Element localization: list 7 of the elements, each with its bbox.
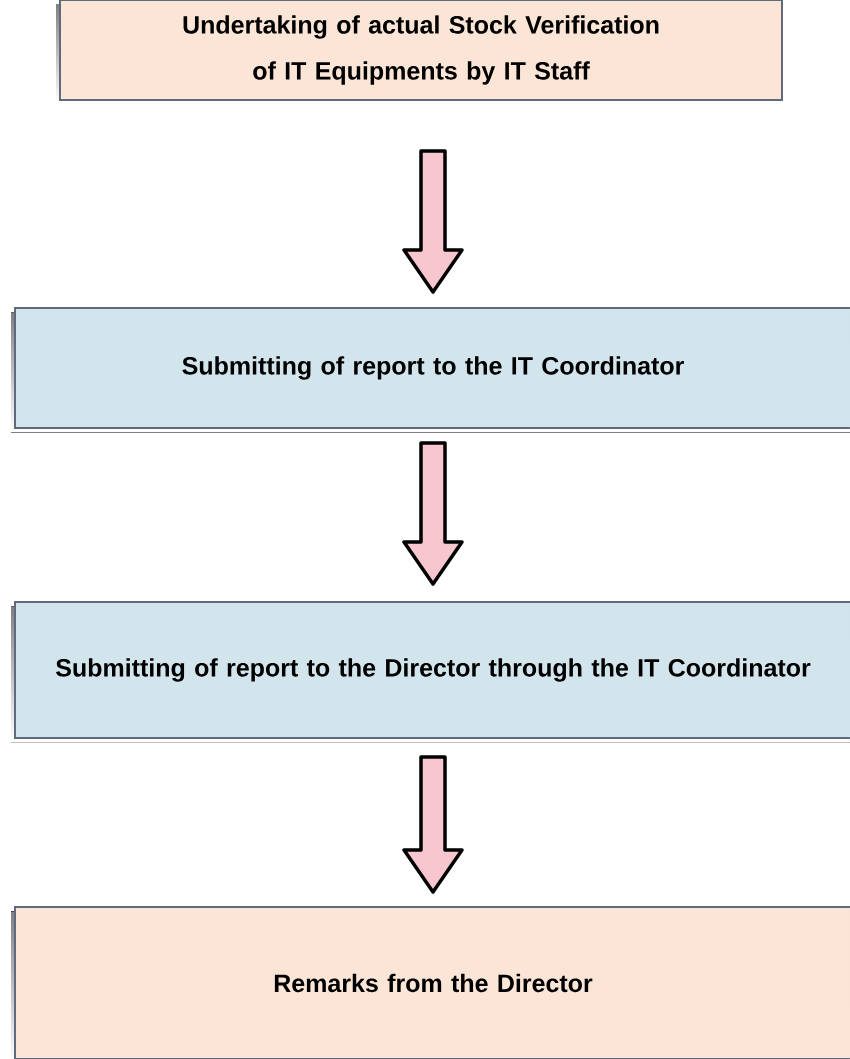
block-arrow [402,441,464,586]
process-box: Remarks from the Director [11,906,850,1059]
process-box: Undertaking of actual Stock Verification of IT Equipments by IT Staff [56,0,783,105]
block-arrow [402,149,464,294]
block-arrow [402,755,464,894]
process-box: Submitting of report to the IT Coordinator [11,307,850,433]
process-box: Submitting of report to the Director through the IT Coordinator [11,601,850,743]
